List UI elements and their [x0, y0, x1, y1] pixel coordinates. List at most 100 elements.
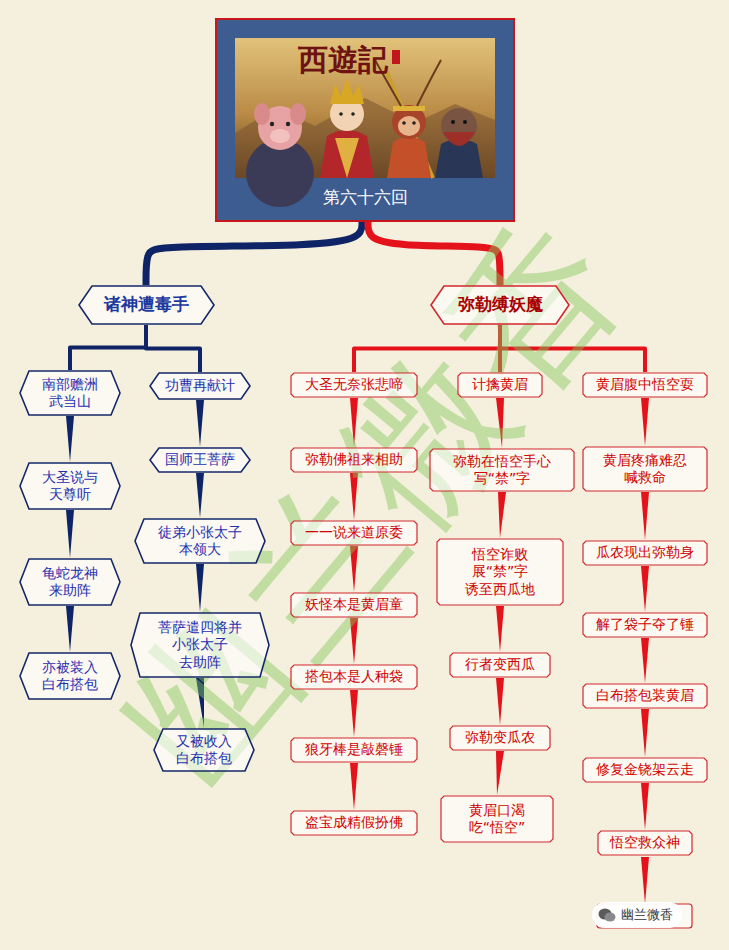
node-outline-shape	[450, 726, 550, 750]
chapter-title: 第六十六回	[323, 187, 408, 208]
illustration-part	[393, 106, 425, 111]
watermark-text: 幽兰微香	[87, 182, 662, 817]
tapered-connector	[66, 510, 74, 558]
tapered-connector	[350, 763, 358, 810]
node-outline-shape	[441, 796, 553, 842]
node-text: 国师王菩萨	[165, 451, 235, 469]
node-text: 徒弟小张太子 本领大	[150, 524, 250, 559]
tapered-connector	[196, 473, 204, 518]
tapered-connector	[196, 678, 204, 728]
node-text: 行者变西瓜	[465, 656, 535, 674]
title-box-fill	[215, 18, 515, 222]
step-box: 妖怪本是黄眉童	[290, 592, 418, 618]
tapered-connector	[496, 606, 504, 652]
tapered-connector	[641, 638, 649, 683]
step-box: 行者变西瓜	[449, 652, 551, 678]
node-text: 南部赡洲 武当山	[35, 376, 105, 411]
node-text: 又被收入 白布搭包	[169, 733, 239, 768]
hidden-step-connector	[641, 857, 649, 904]
tapered-connector	[496, 751, 504, 795]
node-outline-shape	[450, 653, 550, 677]
illustration-part	[417, 60, 441, 106]
step-hexagon: 又被收入 白布搭包	[153, 728, 255, 772]
node-text: 解了袋子夺了锤	[596, 616, 694, 634]
illustration-part	[402, 121, 406, 125]
node-text: 妖怪本是黄眉童	[305, 596, 403, 614]
node-outline-shape	[458, 373, 542, 397]
branch-connector	[500, 325, 645, 372]
chat-icon-bubble	[605, 913, 616, 922]
illustration-part	[385, 68, 433, 178]
node-text: 亦被装入 白布搭包	[35, 659, 105, 694]
node-text: 白布搭包装黄眉	[596, 687, 694, 705]
illustration-part	[443, 132, 475, 146]
node-outline-shape	[598, 831, 692, 855]
node-outline-shape	[291, 665, 417, 689]
illustration-part	[398, 116, 420, 136]
illustration-part	[320, 130, 374, 178]
node-text: 计擒黄眉	[472, 376, 528, 394]
node-text: 狼牙棒是敲磬锤	[305, 741, 403, 759]
tapered-connector	[641, 398, 649, 446]
node-outline-shape	[291, 811, 417, 835]
node-outline-shape	[150, 373, 250, 399]
tapered-connector	[196, 564, 204, 612]
node-text: 悟空诈败 展“禁”字 诱至西瓜地	[455, 546, 545, 599]
node-outline-shape	[583, 447, 707, 491]
node-text: 弥勒在悟空手心 写“禁”字	[447, 453, 557, 488]
logo-text: 西遊記	[298, 40, 388, 81]
step-box: 瓜农现出弥勒身	[582, 540, 708, 566]
step-box: 一一说来道原委	[290, 520, 418, 546]
illustration-part	[290, 103, 306, 125]
watermark-badge-text: 幽兰微香	[621, 906, 673, 924]
tapered-connector	[641, 783, 649, 830]
node-outline-shape	[583, 684, 707, 708]
tapered-connector	[196, 400, 204, 447]
node-outline-shape	[583, 613, 707, 637]
step-hexagon: 徒弟小张太子 本领大	[134, 518, 266, 564]
illustration-part	[351, 112, 355, 116]
step-hexagon: 南部赡洲 武当山	[19, 370, 121, 416]
watermark-badge: 幽兰微香	[592, 902, 682, 928]
illustration-part	[387, 137, 431, 178]
title-box: 第六十六回	[215, 18, 515, 222]
node-text: 黄眉口渴 吃“悟空”	[457, 802, 537, 837]
node-text: 诸神遭毒手	[104, 294, 189, 315]
node-outline-shape	[131, 613, 269, 677]
node-text: 搭包本是人种袋	[305, 668, 403, 686]
step-hexagon: 大圣说与 天尊听	[19, 462, 121, 510]
tapered-connector	[641, 709, 649, 757]
step-box: 计擒黄眉	[457, 372, 543, 398]
illustration-part	[286, 122, 290, 126]
illustration-part	[392, 105, 426, 139]
illustration-part	[463, 120, 467, 124]
node-outline-shape	[583, 373, 707, 397]
branch-connector	[368, 222, 500, 285]
tapered-connector	[496, 678, 504, 725]
tapered-connector	[496, 398, 504, 448]
node-outline-shape	[430, 449, 574, 491]
tapered-connector	[641, 566, 649, 612]
node-outline-shape	[135, 519, 265, 563]
chat-icon	[598, 907, 616, 923]
node-text: 弥勒变瓜农	[465, 729, 535, 747]
node-outline-shape	[291, 448, 417, 472]
node-outline-shape	[291, 521, 417, 545]
illustration-part	[335, 138, 359, 178]
chat-icon-bubble	[599, 909, 612, 920]
node-outline-shape	[431, 286, 569, 324]
step-hexagon: 功曹再献计	[149, 372, 251, 400]
node-text: 悟空救众神	[610, 834, 680, 852]
step-box: 大圣无奈张悲啼	[290, 372, 418, 398]
illustration-part	[270, 129, 290, 143]
node-text: 龟蛇龙神 来助阵	[35, 565, 105, 600]
node-outline-shape	[20, 559, 120, 605]
illustration-part	[412, 121, 416, 125]
step-box: 解了袋子夺了锤	[582, 612, 708, 638]
step-hexagon: 龟蛇龙神 来助阵	[19, 558, 121, 606]
node-text: 弥勒缚妖魔	[458, 294, 543, 315]
node-outline-shape	[20, 463, 120, 509]
node-text: 弥勒佛祖来相助	[305, 451, 403, 469]
